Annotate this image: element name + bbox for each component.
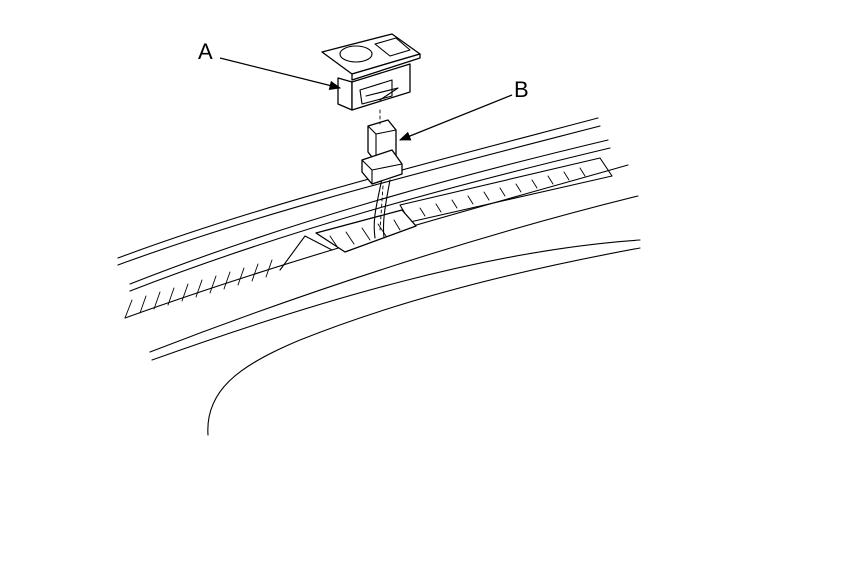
leader-line-a <box>219 57 342 90</box>
alignment-lines <box>379 109 384 231</box>
callout-label-a: A <box>198 39 213 64</box>
leader-line-b <box>398 94 513 141</box>
mounting-slot <box>315 209 417 253</box>
defroster-grille-left <box>124 259 273 319</box>
switch-a <box>321 33 421 111</box>
wire-harness <box>373 177 391 239</box>
connector-b <box>361 119 403 185</box>
callout-label-b: B <box>514 77 529 102</box>
defroster-grille-right <box>399 157 613 223</box>
